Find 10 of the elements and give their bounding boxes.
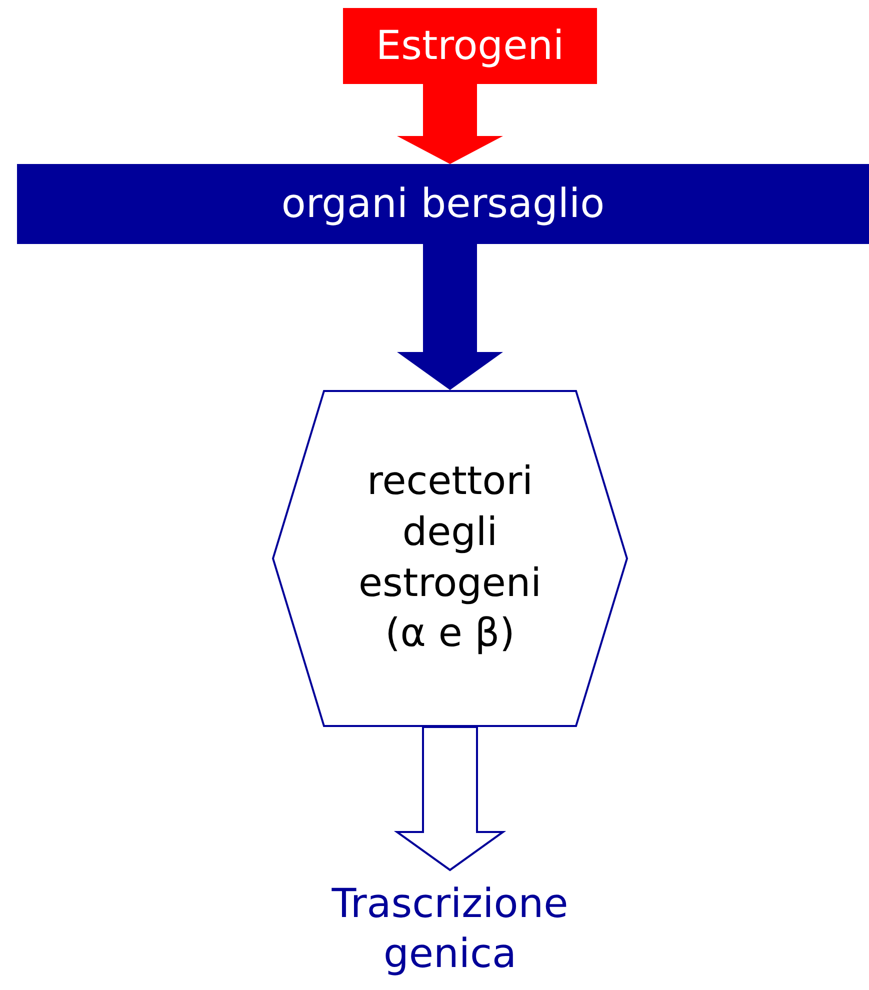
hormone-box — [343, 8, 597, 84]
node-label: Estrogeni — [376, 22, 564, 71]
receptor-hexagon — [272, 390, 628, 727]
outcome-label: Trascrizione genica — [330, 880, 570, 979]
node-label: recettori degli estrogeni (α e β) — [358, 458, 542, 658]
node-label: organi bersaglio — [281, 180, 605, 229]
block-arrow — [397, 84, 503, 164]
block-arrow — [394, 726, 506, 872]
target-organs-band — [17, 164, 869, 244]
block-arrow — [397, 244, 503, 390]
